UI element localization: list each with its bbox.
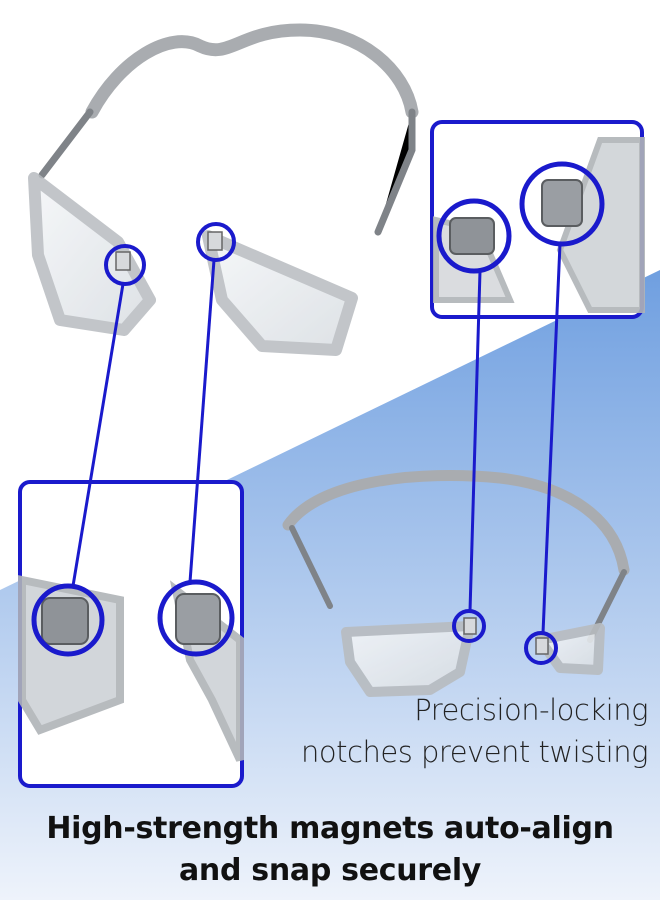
secondary-caption-line1: Precision-locking bbox=[414, 693, 648, 727]
magnet-connector-icon bbox=[535, 637, 549, 655]
magnet-connector-icon bbox=[175, 593, 221, 645]
main-caption: High-strength magnets auto-align and sna… bbox=[0, 808, 660, 892]
zoom-circle-icon bbox=[519, 161, 605, 247]
magnet-connector-icon bbox=[449, 217, 495, 255]
zoom-circle-icon bbox=[104, 244, 146, 286]
magnet-connector-icon bbox=[541, 179, 583, 227]
magnet-connector-icon bbox=[463, 617, 477, 635]
magnet-connector-icon bbox=[207, 231, 223, 251]
magnet-connector-icon bbox=[115, 251, 131, 271]
zoom-circle-icon bbox=[436, 198, 512, 274]
zoom-inset-top-right bbox=[430, 120, 645, 319]
secondary-caption: Precision-locking notches prevent twisti… bbox=[301, 690, 648, 774]
magnet-connector-icon bbox=[41, 597, 89, 645]
secondary-caption-line2: notches prevent twisting bbox=[301, 735, 648, 769]
main-caption-line1: High-strength magnets auto-align bbox=[46, 811, 614, 846]
zoom-circle-icon bbox=[524, 631, 558, 665]
zoom-circle-icon bbox=[157, 579, 235, 657]
callout-lines bbox=[71, 243, 562, 634]
glasses-top bbox=[28, 23, 419, 356]
zoom-inset-bottom-left bbox=[18, 480, 244, 788]
zoom-circle-icon bbox=[31, 583, 105, 657]
zoom-circle-icon bbox=[452, 609, 486, 643]
zoom-circle-icon bbox=[196, 222, 236, 262]
main-caption-line2: and snap securely bbox=[178, 853, 482, 888]
